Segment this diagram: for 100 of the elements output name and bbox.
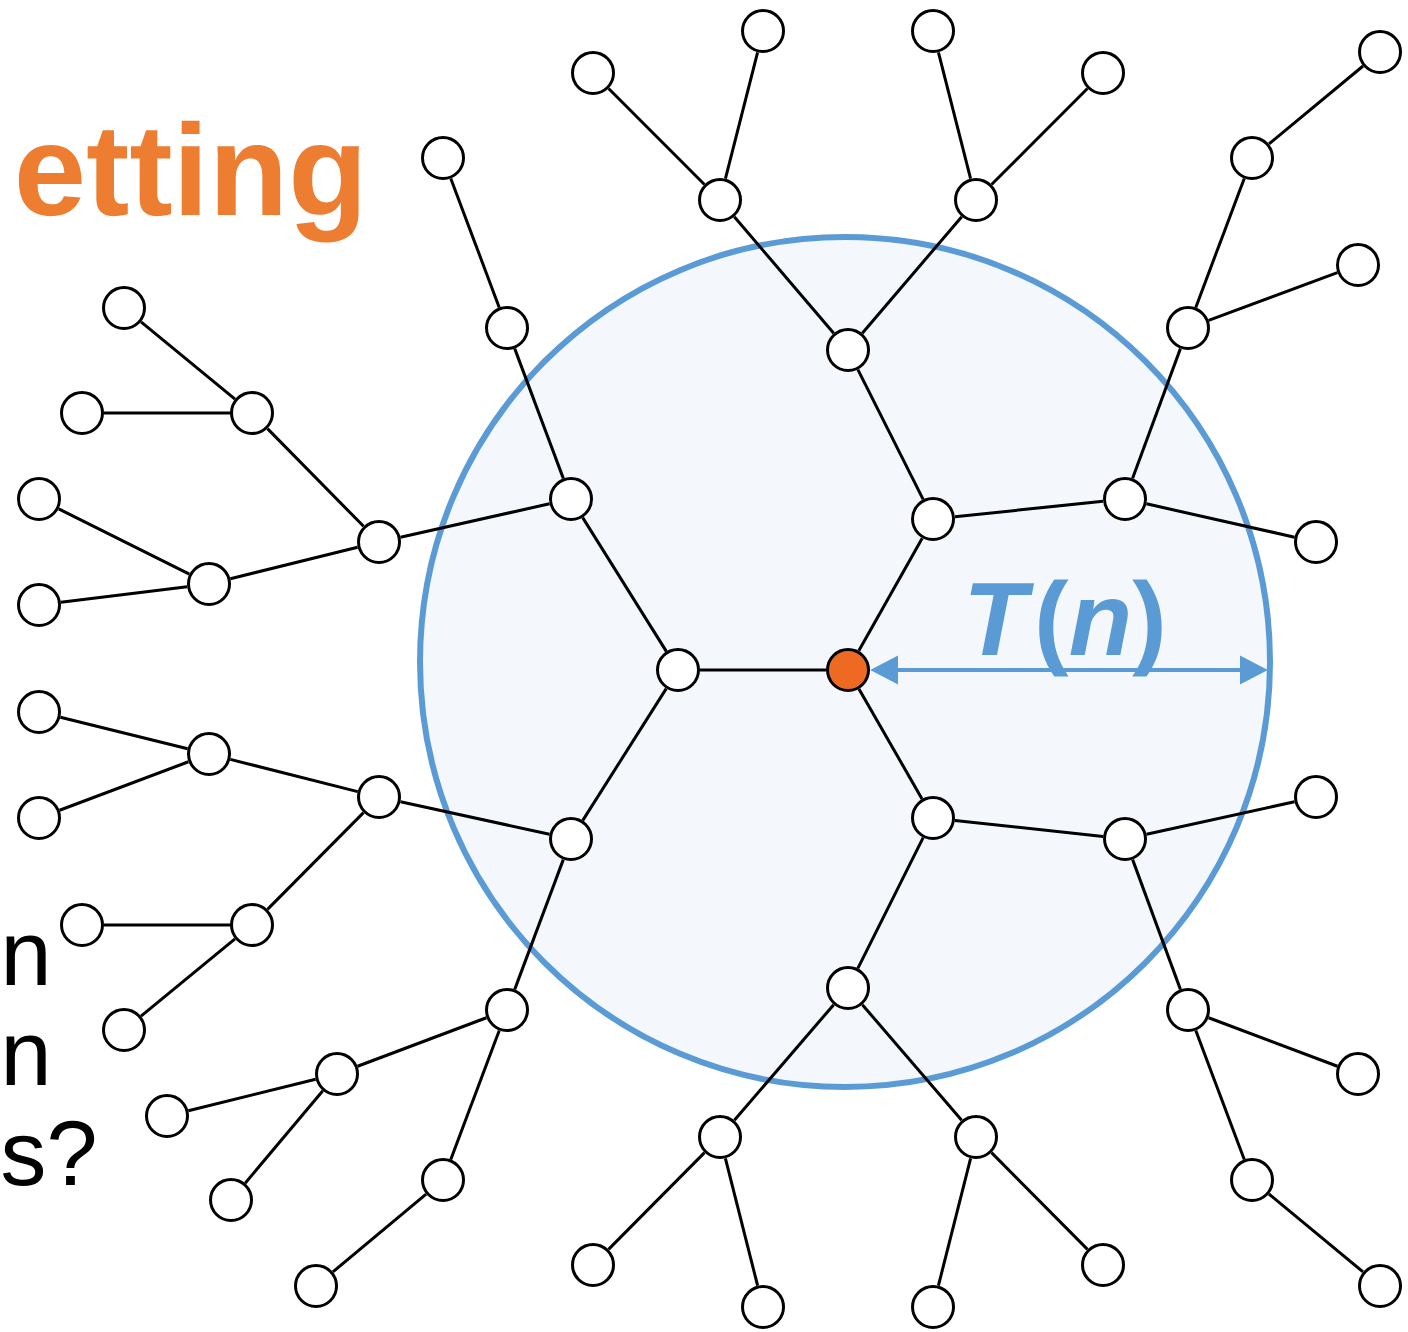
edge-line [856,837,925,969]
edge-line [513,348,565,479]
edge-line [1146,800,1295,836]
edge-line [230,545,358,581]
edge-line [954,499,1104,519]
tree-vertex [187,732,231,776]
edge-line [400,502,550,539]
tree-vertex [911,9,955,53]
tree-vertex [1294,520,1338,564]
edge-line [856,368,925,501]
edge-line [700,668,826,672]
highlighted-vertex [826,648,870,692]
tree-vertex [17,796,61,840]
tree-vertex [1336,1052,1380,1096]
tree-vertex [357,520,401,564]
edge-line [60,715,188,751]
tree-vertex [1230,136,1274,180]
edge-line [857,688,924,800]
tree-vertex [826,328,870,372]
edge-line [581,516,668,653]
edge-line [733,1003,835,1122]
tree-vertex [656,648,700,692]
edge-line [1131,348,1182,479]
tree-vertex [1336,243,1380,287]
edge-line [449,1030,501,1160]
tree-vertex [911,796,955,840]
edge-line [1268,64,1365,146]
edge-line [857,537,924,652]
tree-vertex [102,286,146,330]
edge-line [1194,1030,1246,1160]
edge-line [400,800,550,836]
tree-vertex [230,391,274,435]
tree-vertex [549,477,593,521]
edge-line [58,507,190,576]
edge-line [229,757,359,794]
tree-vertex [485,306,529,350]
edge-line [990,87,1089,186]
edge-line [266,427,365,528]
tree-vertex [421,136,465,180]
tree-vertex [1166,306,1210,350]
edge-line [1208,1016,1338,1068]
tree-vertex [826,966,870,1010]
tree-vertex [911,497,955,541]
edge-line [1208,271,1338,322]
tree-vertex [102,1008,146,1052]
tree-vertex [571,1243,615,1287]
tree-vertex [485,988,529,1032]
edge-line [861,215,963,335]
tree-vertex [1230,1158,1274,1202]
tree-vertex [17,690,61,734]
edge-line [449,178,501,308]
tree-vertex [230,903,274,947]
tree-vertex [1103,817,1147,861]
tree-vertex [145,1094,189,1138]
edge-line [936,1157,973,1287]
tree-vertex [571,51,615,95]
edge-line [1268,1192,1365,1274]
edge-line [140,320,236,401]
edge-line [861,1003,963,1122]
tree-vertex [209,1178,253,1222]
tree-vertex [357,775,401,819]
edge-line [723,1157,760,1287]
edge-line [266,811,365,911]
text-fragment: n [6,1035,46,1085]
edge-line [936,51,973,180]
tree-vertex [1166,988,1210,1032]
tree-vertex [741,9,785,53]
tree-vertex [187,562,231,606]
edge-line [59,760,189,812]
radius-label: T(n) [970,579,1162,677]
tree-vertex [60,391,104,435]
tree-vertex [17,477,61,521]
tree-vertex [549,817,593,861]
text-fragment: s? [3,1120,95,1186]
tree-vertex [1103,477,1147,521]
tree-vertex [1081,1243,1125,1287]
edge-line [104,923,230,927]
edge-line [733,215,835,335]
tree-vertex [1358,30,1402,74]
edge-line [331,1192,428,1274]
edge-line [724,51,760,180]
edge-line [1146,502,1295,539]
tree-vertex [1358,1264,1402,1308]
edge-line [954,818,1104,839]
tree-vertex [741,1285,785,1329]
tree-vertex [911,1285,955,1329]
edge-line [104,411,230,415]
tree-vertex [1081,51,1125,95]
tree-vertex [698,178,742,222]
edge-line [357,1016,487,1068]
edge-line [513,859,565,990]
tree-vertex [698,1115,742,1159]
tree-vertex [294,1264,338,1308]
edge-line [990,1151,1089,1251]
tree-vertex [17,583,61,627]
edge-line [140,937,236,1018]
edge-line [60,585,188,604]
tree-vertex [60,903,104,947]
edge-line [1194,178,1246,308]
edge-line [188,1077,316,1113]
